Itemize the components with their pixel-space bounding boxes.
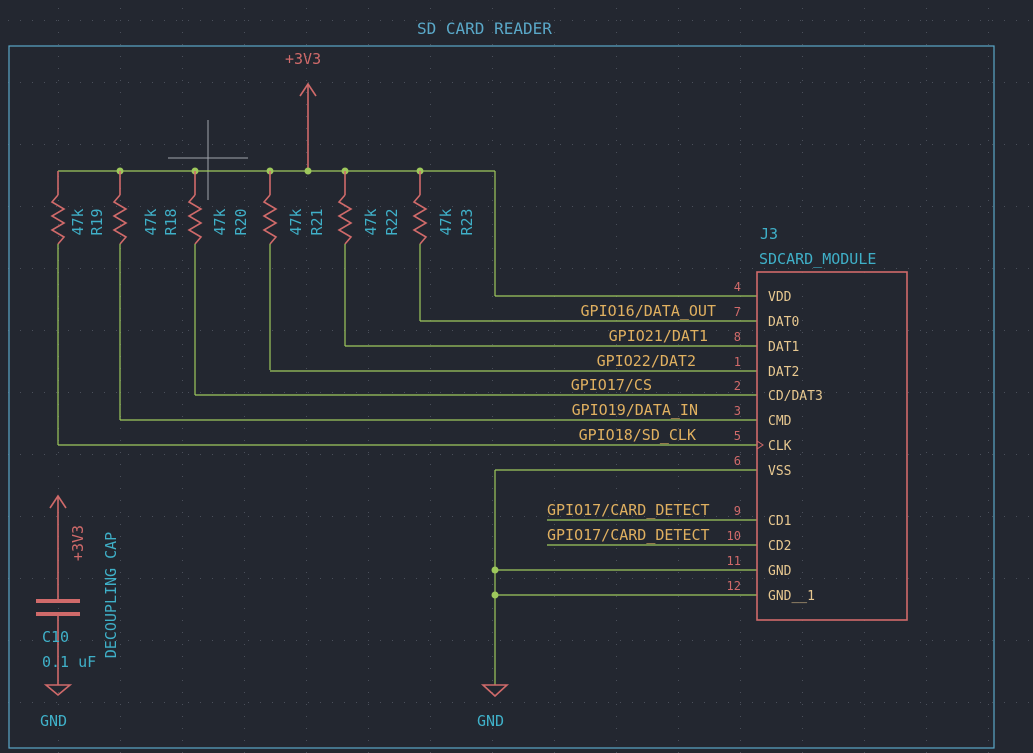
module-ref: J3: [760, 225, 778, 243]
pin-number: 9: [734, 504, 741, 518]
net-label-dat2[interactable]: GPIO22/DAT2: [597, 352, 696, 370]
cap-note: DECOUPLING CAP: [102, 532, 120, 658]
pin-name: GND__1: [768, 589, 815, 604]
resistor-ref: R22: [383, 208, 401, 235]
pin-name: CD/DAT3: [768, 389, 823, 404]
resistor-value: 47k: [287, 208, 305, 235]
net-label-cs[interactable]: GPIO17/CS: [571, 376, 652, 394]
junction-dot: [492, 567, 499, 574]
pin-name: VDD: [768, 290, 792, 305]
cap-ref: C10: [42, 628, 69, 646]
resistor-R22[interactable]: 47k R22: [339, 171, 401, 346]
pin-number: 7: [734, 305, 741, 319]
resistor-R18[interactable]: 47k R18: [114, 171, 180, 420]
cap-vcc-label: +3V3: [69, 525, 87, 561]
grid: [8, 8, 1029, 753]
pin-name: VSS: [768, 464, 791, 479]
module-name: SDCARD_MODULE: [759, 250, 876, 268]
crosshair-cursor-icon: [168, 120, 248, 200]
pin-number: 10: [727, 529, 741, 543]
resistor-R19[interactable]: 47k R19: [52, 171, 106, 445]
net-label-clk[interactable]: GPIO18/SD_CLK: [579, 426, 696, 444]
net-label-cmd[interactable]: GPIO19/DATA_IN: [572, 401, 698, 419]
pin-number: 3: [734, 404, 741, 418]
net-label-cd2[interactable]: GPIO17/CARD_DETECT: [547, 526, 710, 544]
pin-name: DAT2: [768, 365, 799, 380]
resistor-value: 47k: [437, 208, 455, 235]
gnd-label-left: GND: [40, 712, 67, 730]
pin-number: 6: [734, 454, 741, 468]
pin-number: 5: [734, 429, 741, 443]
pin-name: CD2: [768, 539, 791, 554]
resistor-value: 47k: [69, 208, 87, 235]
junction-dot: [492, 592, 499, 599]
gnd-symbol-right[interactable]: GND: [477, 685, 507, 730]
cap-value: 0.1 uF: [42, 653, 96, 671]
net-label-dat1[interactable]: GPIO21/DAT1: [609, 327, 708, 345]
pin-number: 1: [734, 355, 741, 369]
pin-name: CMD: [768, 414, 792, 429]
resistor-R21[interactable]: 47k R21: [264, 171, 326, 370]
pin-number: 11: [727, 554, 741, 568]
resistor-ref: R23: [458, 208, 476, 235]
resistor-R20[interactable]: 47k R20: [189, 171, 250, 395]
resistor-ref: R21: [308, 208, 326, 235]
resistor-ref: R18: [162, 208, 180, 235]
resistor-R23[interactable]: 47k R23: [414, 171, 476, 321]
pin-name: DAT1: [768, 340, 799, 355]
sheet-title: SD CARD READER: [417, 19, 552, 38]
pin-number: 2: [734, 379, 741, 393]
resistor-ref: R19: [88, 208, 106, 235]
junction-dot: [305, 168, 312, 175]
power-3v3-label: +3V3: [285, 50, 321, 68]
pin-number: 4: [734, 280, 741, 294]
clock-pin-icon: [757, 441, 763, 449]
net-label-cd1[interactable]: GPIO17/CARD_DETECT: [547, 501, 710, 519]
pin-name: GND: [768, 564, 792, 579]
gnd-symbol-left: [46, 685, 70, 695]
module-pins: 4VDD 7DAT0 8DAT1 1DAT2 2CD/DAT3 3CMD 5CLK 6VSS 9…: [727, 280, 823, 604]
resistor-value: 47k: [362, 208, 380, 235]
resistor-ref: R20: [232, 208, 250, 235]
pin-name: DAT0: [768, 315, 799, 330]
pin-number: 8: [734, 330, 741, 344]
resistor-value: 47k: [142, 208, 160, 235]
capacitor-C10[interactable]: +3V3 C10 0.1 uF DECOUPLING CAP GND: [36, 496, 120, 730]
power-3v3-symbol[interactable]: +3V3: [285, 50, 321, 170]
pin-name: CLK: [768, 439, 792, 454]
pin-number: 12: [727, 579, 741, 593]
gnd-label-right: GND: [477, 712, 504, 730]
resistor-value: 47k: [211, 208, 229, 235]
net-label-dat0[interactable]: GPIO16/DATA_OUT: [581, 302, 716, 320]
sheet-border: [9, 46, 994, 748]
pin-name: CD1: [768, 514, 791, 529]
